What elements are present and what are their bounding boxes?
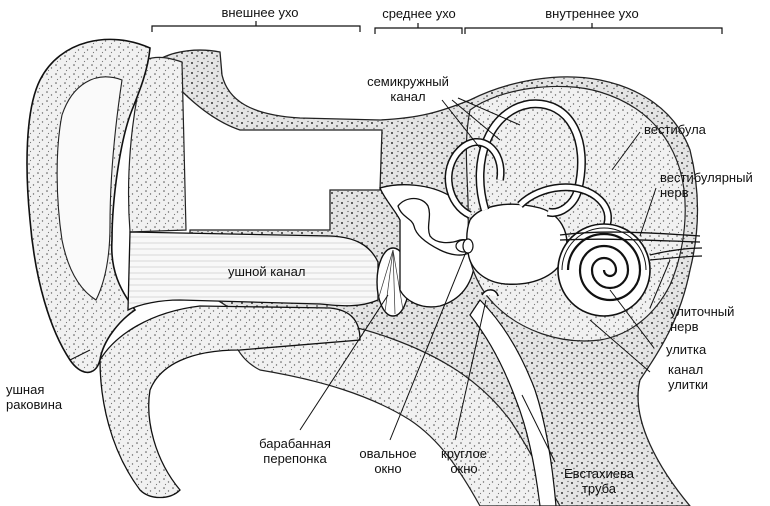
section-braces <box>151 21 723 34</box>
oval-window-shape <box>462 238 474 254</box>
label-ear-canal: ушной канал <box>228 264 306 279</box>
eustachian-tube-shape <box>469 299 557 506</box>
label-vestibule: вестибула <box>644 122 706 137</box>
nerves <box>559 231 703 261</box>
canal-cartilage <box>127 56 187 233</box>
brace-inner <box>464 23 723 34</box>
cochlea-shape <box>557 223 651 317</box>
brace-outer <box>151 21 361 32</box>
canal-floor <box>99 305 361 499</box>
round-window-shape <box>481 289 499 297</box>
section-middle-ear: среднее ухо <box>382 6 456 21</box>
section-inner-ear: внутреннее ухо <box>545 6 639 21</box>
brace-middle <box>374 23 463 34</box>
semicircular-canals <box>444 99 612 246</box>
auricle-inner-fold <box>56 76 123 301</box>
label-cochlea: улитка <box>666 342 707 357</box>
ear-canal <box>127 231 379 312</box>
pointer-lines <box>69 97 671 463</box>
section-outer-ear: внешнее ухо <box>221 5 299 20</box>
